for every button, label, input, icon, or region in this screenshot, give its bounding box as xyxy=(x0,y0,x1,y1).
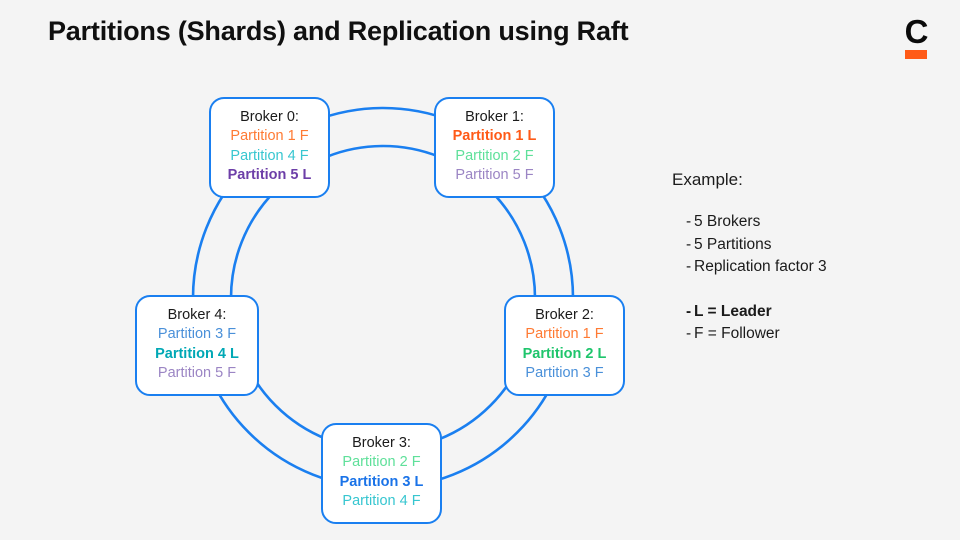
partition-row-3-1: Partition 3 L xyxy=(339,473,424,490)
logo-letter: C xyxy=(904,13,929,50)
partition-row-1-0: Partition 1 L xyxy=(452,128,537,144)
broker-title-4: Broker 4: xyxy=(167,307,227,323)
page-title: Partitions (Shards) and Replication usin… xyxy=(48,16,629,46)
legend-item-partitions: - 5 Partitions xyxy=(672,234,942,257)
partition-row-2-2: Partition 3 F xyxy=(525,365,604,381)
legend-key-leader: - L = Leader xyxy=(672,301,942,324)
broker-title-0: Broker 0: xyxy=(240,109,299,125)
legend-bullet-icon: - xyxy=(686,213,692,230)
partition-row-2-0: Partition 1 F xyxy=(525,326,604,342)
partition-row-0-1: Partition 4 F xyxy=(230,147,309,164)
broker-ring-diagram: Broker 0: Partition 1 F Partition 4 F Pa… xyxy=(0,70,660,540)
partition-row-1-1: Partition 2 F xyxy=(455,147,534,164)
broker-title-3: Broker 3: xyxy=(352,435,411,451)
legend-item-brokers: - 5 Brokers xyxy=(672,211,942,234)
broker-title-2: Broker 2: xyxy=(535,307,594,323)
legend-item-label: 5 Partitions xyxy=(694,235,772,253)
broker-box-4[interactable]: Broker 4: Partition 3 F Partition 4 L Pa… xyxy=(135,295,259,396)
legend-bullet-icon: - xyxy=(686,235,692,253)
partition-row-0-0: Partition 1 F xyxy=(230,128,309,144)
legend-bullet-icon: - xyxy=(686,258,692,275)
partition-row-3-0: Partition 2 F xyxy=(342,454,421,470)
logo-bar-icon xyxy=(905,50,927,59)
partition-row-4-2: Partition 5 F xyxy=(157,365,237,381)
legend-bullet-icon: - xyxy=(686,302,692,320)
legend-key-follower: - F = Follower xyxy=(672,323,942,346)
confluent-logo: C xyxy=(896,13,936,60)
partition-row-0-2: Partition 5 L xyxy=(227,167,312,183)
broker-box-1[interactable]: Broker 1: Partition 1 L Partition 2 F Pa… xyxy=(434,97,555,198)
legend-panel: Example: - 5 Brokers - 5 Partitions - Re… xyxy=(672,170,942,346)
broker-title-1: Broker 1: xyxy=(465,109,524,125)
broker-box-0[interactable]: Broker 0: Partition 1 F Partition 4 F Pa… xyxy=(209,97,330,198)
partition-row-3-2: Partition 4 F xyxy=(342,493,421,509)
legend-bullet-icon: - xyxy=(686,325,692,342)
legend-item-label: Replication factor 3 xyxy=(694,258,827,275)
legend-spacer xyxy=(672,279,942,301)
partition-row-1-2: Partition 5 F xyxy=(455,167,534,183)
broker-box-3[interactable]: Broker 3: Partition 2 F Partition 3 L Pa… xyxy=(321,423,442,524)
legend-item-replication-factor: - Replication factor 3 xyxy=(672,256,942,279)
legend-key-label: L = Leader xyxy=(694,302,772,320)
partition-row-2-1: Partition 2 L xyxy=(522,345,607,362)
partition-row-4-0: Partition 3 F xyxy=(157,326,237,342)
legend-key-label: F = Follower xyxy=(694,325,780,342)
broker-box-2[interactable]: Broker 2: Partition 1 F Partition 2 L Pa… xyxy=(504,295,625,396)
legend-heading: Example: xyxy=(672,170,743,189)
partition-row-4-1: Partition 4 L xyxy=(155,345,239,362)
legend-item-label: 5 Brokers xyxy=(694,213,761,230)
